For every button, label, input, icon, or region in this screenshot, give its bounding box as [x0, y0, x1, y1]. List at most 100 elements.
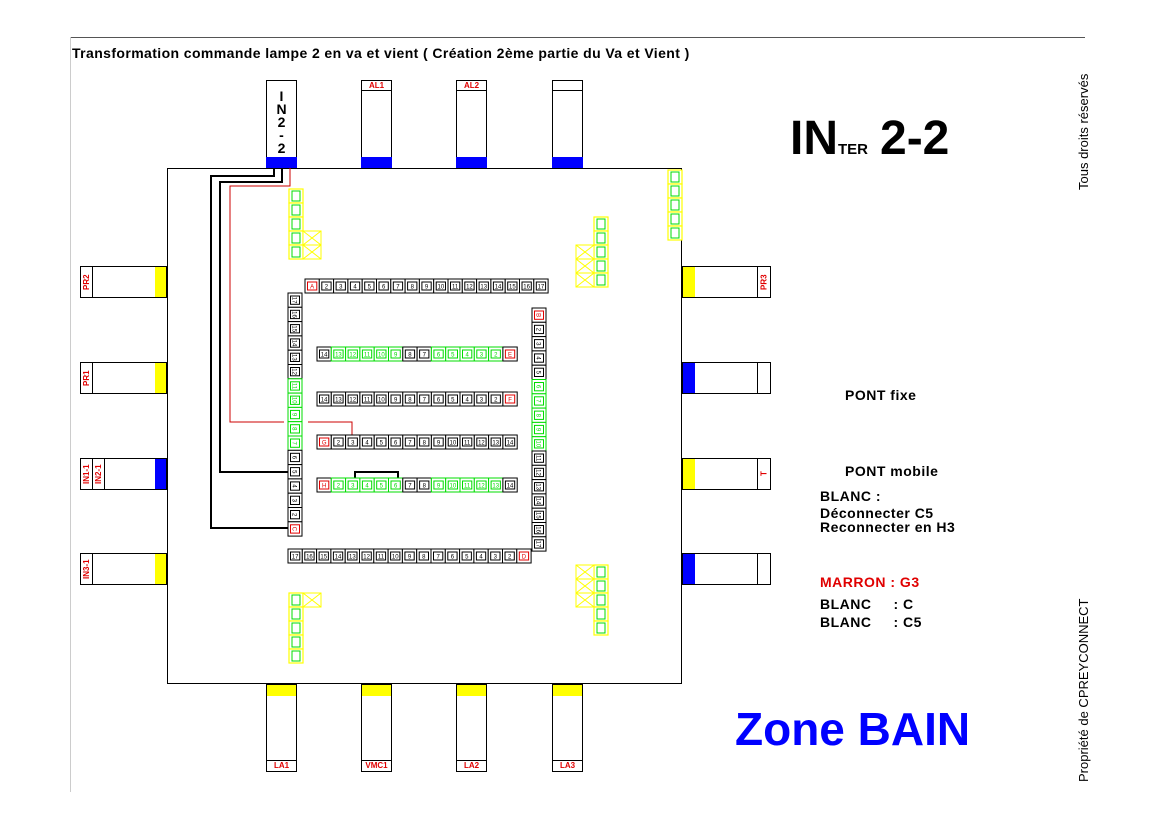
terminal[interactable]: D: [516, 548, 532, 564]
terminal[interactable]: 3: [473, 346, 490, 362]
terminal[interactable]: 6: [376, 278, 392, 294]
terminal[interactable]: 6: [430, 346, 447, 362]
terminal[interactable]: 7: [402, 434, 418, 450]
terminal[interactable]: 11: [459, 434, 475, 450]
terminal[interactable]: 5: [459, 548, 475, 564]
terminal[interactable]: 4: [531, 350, 547, 366]
terminal[interactable]: 13: [330, 391, 347, 407]
terminal[interactable]: 5: [445, 346, 461, 362]
terminal[interactable]: 5: [287, 464, 303, 480]
terminal[interactable]: 7: [416, 391, 432, 407]
module-top-in2-2[interactable]: [266, 80, 297, 168]
terminal[interactable]: 11: [531, 450, 547, 466]
terminal[interactable]: 16: [531, 522, 547, 538]
terminal[interactable]: 10: [445, 477, 461, 493]
module-top-al1[interactable]: [361, 80, 392, 168]
terminal[interactable]: 12: [461, 278, 478, 294]
terminal[interactable]: 7: [531, 393, 547, 409]
terminal[interactable]: 11: [287, 378, 303, 394]
terminal[interactable]: 10: [287, 392, 303, 408]
module-bottom-la1[interactable]: [266, 684, 297, 772]
module-left-pr1[interactable]: [80, 362, 168, 394]
module-bottom-vmc1[interactable]: [361, 684, 392, 772]
terminal[interactable]: 13: [344, 548, 361, 564]
terminal[interactable]: 13: [287, 349, 303, 366]
terminal[interactable]: 9: [401, 548, 418, 564]
terminal[interactable]: 13: [488, 434, 504, 450]
terminal[interactable]: 2: [531, 321, 547, 338]
terminal[interactable]: 2: [488, 391, 504, 407]
terminal[interactable]: H: [316, 477, 332, 493]
terminal[interactable]: 8: [416, 477, 432, 493]
module-left-in3-1[interactable]: [80, 553, 168, 585]
terminal[interactable]: 2: [502, 548, 518, 564]
terminal[interactable]: 8: [402, 391, 418, 407]
terminal[interactable]: 7: [390, 278, 406, 294]
terminal[interactable]: 3: [487, 548, 504, 564]
terminal[interactable]: 9: [430, 434, 447, 450]
terminal[interactable]: 15: [531, 507, 547, 524]
terminal[interactable]: 12: [359, 548, 375, 564]
terminal[interactable]: 5: [373, 477, 390, 493]
terminal[interactable]: 6: [287, 449, 303, 466]
terminal[interactable]: 4: [459, 391, 475, 407]
terminal[interactable]: 16: [519, 278, 535, 294]
terminal[interactable]: 10: [373, 391, 390, 407]
terminal[interactable]: 4: [347, 278, 363, 294]
terminal[interactable]: 9: [388, 391, 404, 407]
terminal[interactable]: F: [502, 391, 518, 407]
module-right-t[interactable]: [682, 458, 771, 490]
terminal[interactable]: 12: [473, 434, 490, 450]
terminal[interactable]: 14: [490, 278, 506, 294]
terminal[interactable]: 9: [287, 406, 303, 423]
terminal[interactable]: 4: [287, 478, 303, 494]
terminal[interactable]: 3: [473, 391, 490, 407]
terminal[interactable]: 7: [287, 435, 303, 451]
terminal[interactable]: 12: [473, 477, 490, 493]
terminal[interactable]: 5: [361, 278, 378, 294]
terminal[interactable]: 2: [488, 346, 504, 362]
terminal[interactable]: 10: [445, 434, 461, 450]
terminal[interactable]: 5: [445, 391, 461, 407]
module-bottom-la2[interactable]: [456, 684, 487, 772]
terminal[interactable]: 15: [287, 321, 303, 337]
terminal[interactable]: 10: [373, 346, 390, 362]
terminal[interactable]: 4: [359, 477, 375, 493]
terminal[interactable]: 9: [388, 346, 404, 362]
terminal[interactable]: 12: [345, 391, 361, 407]
terminal[interactable]: 2: [318, 278, 335, 294]
terminal[interactable]: 2: [287, 507, 303, 523]
terminal[interactable]: 3: [345, 434, 361, 450]
terminal[interactable]: 8: [416, 548, 432, 564]
terminal[interactable]: 3: [345, 477, 361, 493]
terminal[interactable]: 13: [531, 479, 547, 495]
terminal[interactable]: 6: [430, 391, 447, 407]
terminal[interactable]: 3: [333, 278, 349, 294]
terminal[interactable]: 5: [373, 434, 390, 450]
terminal[interactable]: 16: [287, 306, 303, 323]
terminal[interactable]: 14: [502, 434, 518, 450]
terminal[interactable]: 10: [433, 278, 449, 294]
terminal[interactable]: 10: [531, 436, 547, 452]
terminal[interactable]: 17: [533, 278, 549, 294]
terminal[interactable]: E: [502, 346, 518, 362]
module-bottom-la3[interactable]: [552, 684, 583, 772]
module-left-pr2[interactable]: [80, 266, 168, 298]
terminal[interactable]: 6: [531, 379, 547, 395]
terminal[interactable]: 14: [531, 493, 547, 509]
terminal[interactable]: 8: [404, 278, 420, 294]
terminal[interactable]: A: [304, 278, 320, 294]
terminal[interactable]: 12: [287, 364, 303, 380]
terminal[interactable]: 11: [447, 278, 463, 294]
terminal[interactable]: 6: [388, 477, 404, 493]
terminal[interactable]: 12: [345, 346, 361, 362]
terminal[interactable]: 7: [402, 477, 418, 493]
terminal[interactable]: 4: [473, 548, 489, 564]
terminal[interactable]: 15: [316, 548, 332, 564]
terminal[interactable]: 9: [531, 421, 547, 438]
terminal[interactable]: 13: [330, 346, 347, 362]
terminal[interactable]: 14: [287, 335, 303, 351]
terminal[interactable]: 4: [359, 434, 375, 450]
terminal[interactable]: 4: [459, 346, 475, 362]
terminal[interactable]: 11: [359, 346, 375, 362]
